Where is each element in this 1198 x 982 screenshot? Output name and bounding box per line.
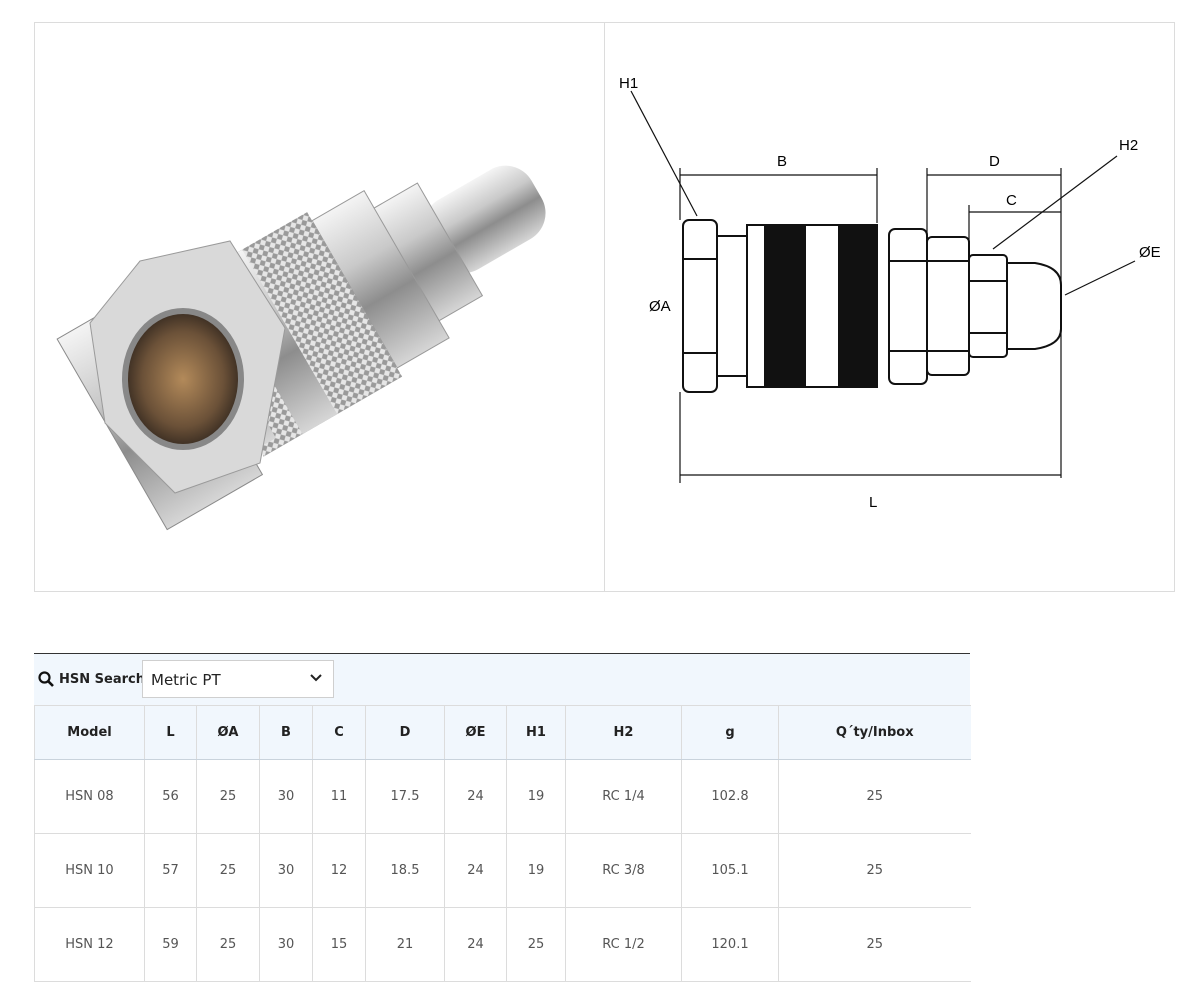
- hex-a-shape: [682, 219, 718, 393]
- chevron-down-icon: [309, 673, 323, 683]
- cell-h1: 25: [506, 907, 566, 982]
- cell-h2: RC 3/8: [565, 833, 682, 908]
- spec-table-section: HSN Search Metric PT Model L ØA B C D ØE…: [34, 653, 971, 982]
- thread-type-select[interactable]: Metric PT: [142, 660, 334, 698]
- label-h1: H1: [619, 75, 638, 92]
- cell-h2: RC 1/2: [565, 907, 682, 982]
- cell-b: 30: [259, 907, 313, 982]
- cell-h1: 19: [506, 759, 566, 834]
- cell-a: 25: [196, 907, 260, 982]
- cell-model: HSN 08: [34, 759, 145, 834]
- label-l: L: [869, 494, 877, 511]
- col-qty: Q´ty/Inbox: [778, 705, 971, 760]
- cell-l: 57: [144, 833, 197, 908]
- table-row: HSN 08 56 25 30 11 17.5 24 19 RC 1/4 102…: [34, 759, 971, 834]
- search-label: HSN Search: [38, 671, 145, 687]
- knurl-band-2: [838, 224, 878, 388]
- cell-d: 21: [365, 907, 445, 982]
- cell-h1: 19: [506, 833, 566, 908]
- col-h1: H1: [506, 705, 566, 760]
- col-l: L: [144, 705, 197, 760]
- cell-a: 25: [196, 833, 260, 908]
- label-c: C: [1006, 192, 1017, 209]
- cell-model: HSN 10: [34, 833, 145, 908]
- cell-qty: 25: [778, 907, 971, 982]
- cell-b: 30: [259, 759, 313, 834]
- col-model: Model: [34, 705, 145, 760]
- cell-g: 102.8: [681, 759, 779, 834]
- cell-e: 24: [444, 907, 507, 982]
- label-a: ØA: [649, 298, 671, 315]
- cell-e: 24: [444, 759, 507, 834]
- table-header-row: Model L ØA B C D ØE H1 H2 g Q´ty/Inbox: [34, 705, 971, 760]
- label-d: D: [989, 153, 1000, 170]
- spec-table: Model L ØA B C D ØE H1 H2 g Q´ty/Inbox H…: [34, 705, 971, 982]
- dimension-drawing: H1 B D H2 C ØA ØE L: [619, 75, 1161, 511]
- cell-c: 15: [312, 907, 366, 982]
- cell-l: 59: [144, 907, 197, 982]
- cell-g: 105.1: [681, 833, 779, 908]
- cell-c: 12: [312, 833, 366, 908]
- search-label-text: HSN Search: [59, 671, 145, 687]
- col-h2: H2: [565, 705, 682, 760]
- label-e: ØE: [1139, 244, 1161, 261]
- cell-b: 30: [259, 833, 313, 908]
- cell-e: 24: [444, 833, 507, 908]
- col-d: D: [365, 705, 445, 760]
- cell-qty: 25: [778, 759, 971, 834]
- cell-c: 11: [312, 759, 366, 834]
- cell-model: HSN 12: [34, 907, 145, 982]
- cell-d: 17.5: [365, 759, 445, 834]
- cell-qty: 25: [778, 833, 971, 908]
- search-icon: [38, 671, 59, 687]
- cell-a: 25: [196, 759, 260, 834]
- col-e: ØE: [444, 705, 507, 760]
- label-h2: H2: [1119, 137, 1138, 154]
- cell-d: 18.5: [365, 833, 445, 908]
- table-row: HSN 12 59 25 30 15 21 24 25 RC 1/2 120.1…: [34, 907, 971, 982]
- technical-drawing-panel: H1 B D H2 C ØA ØE L: [604, 22, 1175, 592]
- cell-h2: RC 1/4: [565, 759, 682, 834]
- coupler-photo: [56, 165, 546, 531]
- col-b: B: [259, 705, 313, 760]
- search-bar: HSN Search Metric PT: [34, 653, 970, 705]
- knurl-band-1: [764, 224, 806, 388]
- product-photo-panel: [34, 22, 605, 592]
- label-b: B: [777, 153, 787, 170]
- col-a: ØA: [196, 705, 260, 760]
- col-g: g: [681, 705, 779, 760]
- col-c: C: [312, 705, 366, 760]
- table-row: HSN 10 57 25 30 12 18.5 24 19 RC 3/8 105…: [34, 833, 971, 908]
- select-value: Metric PT: [151, 671, 221, 689]
- cell-l: 56: [144, 759, 197, 834]
- cell-g: 120.1: [681, 907, 779, 982]
